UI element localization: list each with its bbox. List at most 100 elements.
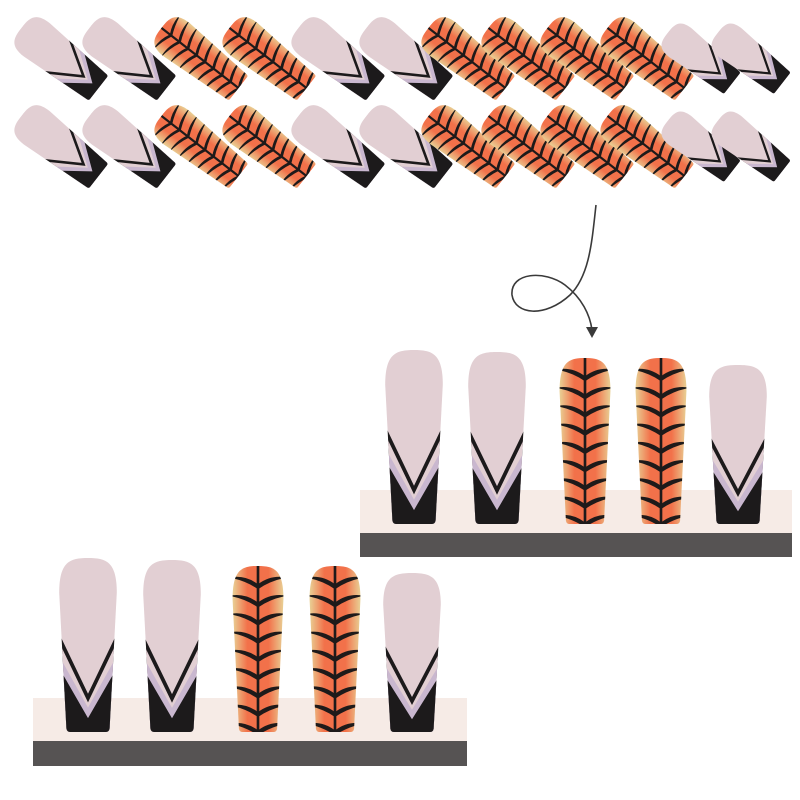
tiger-stripe	[661, 405, 687, 418]
tiger-stripe	[632, 26, 645, 50]
tiger-stripe	[554, 135, 576, 153]
french-tip-nail	[143, 560, 201, 732]
tiger-stripe	[597, 122, 619, 140]
arrow-head-icon	[586, 327, 598, 338]
tiger-stripe	[262, 155, 283, 173]
tiger-stripe	[571, 61, 593, 78]
tiger-stripe	[496, 147, 509, 171]
tiger-stripe	[194, 67, 215, 85]
tiger-stripe	[624, 19, 637, 43]
tiger-stripe	[219, 87, 241, 105]
tiger-stripe	[335, 704, 361, 718]
tiger-stripe	[606, 129, 627, 146]
tiger-stripe	[452, 61, 474, 78]
tiger-stripe	[496, 59, 509, 83]
french-tip-nail	[59, 558, 117, 732]
tiger-stripe	[635, 368, 661, 382]
tiger-stripe	[478, 34, 500, 52]
tiger-stripe	[614, 135, 636, 153]
tiger-stripe	[245, 54, 266, 72]
tiger-print-nail	[415, 99, 519, 193]
french-tip-nail	[383, 573, 441, 732]
tiger-stripe	[588, 162, 610, 179]
tiger-print-nail	[635, 358, 687, 524]
tiger-stripe	[661, 368, 687, 382]
tiger-stripe	[178, 107, 191, 131]
tiger-stripe	[635, 478, 661, 491]
tiger-stripe	[254, 26, 267, 50]
tiger-stripe	[504, 54, 525, 72]
tiger-stripe	[237, 100, 250, 125]
tiger-stripe	[335, 668, 361, 681]
tiger-stripe	[186, 26, 199, 50]
tiger-stripe	[559, 514, 585, 524]
tiger-stripe	[539, 134, 552, 158]
french-tip-nail	[385, 350, 443, 524]
tiger-stripe	[581, 120, 594, 145]
tiger-stripe	[623, 142, 644, 160]
tiger-stripe	[229, 147, 242, 171]
tiger-stripe	[597, 168, 618, 186]
tiger-stripe	[177, 54, 198, 72]
tiger-stripe	[683, 154, 696, 178]
tiger-stripe	[555, 100, 568, 125]
tiger-stripe	[479, 46, 492, 70]
tiger-stripe	[427, 41, 448, 58]
tiger-stripe	[245, 142, 266, 160]
tiger-stripe	[661, 496, 687, 510]
tiger-stripe	[513, 26, 526, 50]
tiger-stripe	[444, 142, 465, 160]
tiger-stripe	[280, 46, 293, 70]
tiger-stripe	[538, 80, 559, 98]
tiger-stripe	[666, 52, 679, 77]
tiger-stripe	[487, 41, 508, 58]
tiger-stripe	[640, 67, 661, 85]
tiger-stripe	[649, 39, 662, 63]
tiger-stripe	[563, 142, 584, 160]
tiger-stripe	[585, 423, 611, 437]
tiger-stripe	[537, 122, 559, 140]
tiger-stripe	[564, 19, 577, 43]
tiger-stripe	[232, 649, 258, 663]
tiger-stripe	[597, 80, 618, 98]
tiger-stripe	[287, 87, 309, 105]
french-tip-nail	[709, 365, 767, 524]
tiger-stripe	[237, 12, 250, 37]
tiger-stripe	[297, 59, 310, 83]
tiger-stripe	[623, 54, 644, 72]
tiger-stripe	[478, 168, 499, 186]
tiger-stripe	[546, 41, 567, 58]
tiger-stripe	[236, 47, 258, 65]
tiger-stripe	[309, 613, 335, 626]
tiger-stripe	[554, 47, 576, 65]
tiger-stripe	[504, 66, 517, 90]
tiger-stripe	[202, 74, 224, 91]
tiger-stripe	[585, 441, 611, 455]
tiger-stripe	[572, 26, 585, 50]
tiger-stripe	[521, 155, 542, 173]
tiger-stripe	[530, 39, 543, 63]
tiger-stripe	[435, 47, 457, 65]
tiger-stripe	[309, 686, 335, 699]
tiger-stripe	[435, 135, 457, 153]
tiger-stripe	[571, 149, 593, 166]
tiger-stripe	[478, 122, 500, 140]
tiger-print-nail	[148, 11, 252, 105]
tiger-print-nail	[475, 11, 579, 105]
tiger-stripe	[280, 134, 293, 158]
tiger-stripe	[335, 576, 361, 590]
tiger-stripe	[661, 423, 687, 437]
tiger-stripe	[462, 32, 475, 57]
tiger-stripe	[258, 686, 284, 699]
tiger-stripe	[469, 162, 491, 179]
tiger-stripe	[185, 149, 207, 166]
tiger-stripe	[522, 32, 535, 57]
tiger-stripe	[453, 26, 466, 50]
tiger-stripe	[588, 74, 610, 91]
tiger-stripe	[580, 155, 601, 173]
tiger-stripe	[585, 387, 611, 400]
tiger-stripe	[309, 704, 335, 718]
tiger-stripe	[177, 142, 198, 160]
tiger-stripe	[564, 66, 577, 90]
